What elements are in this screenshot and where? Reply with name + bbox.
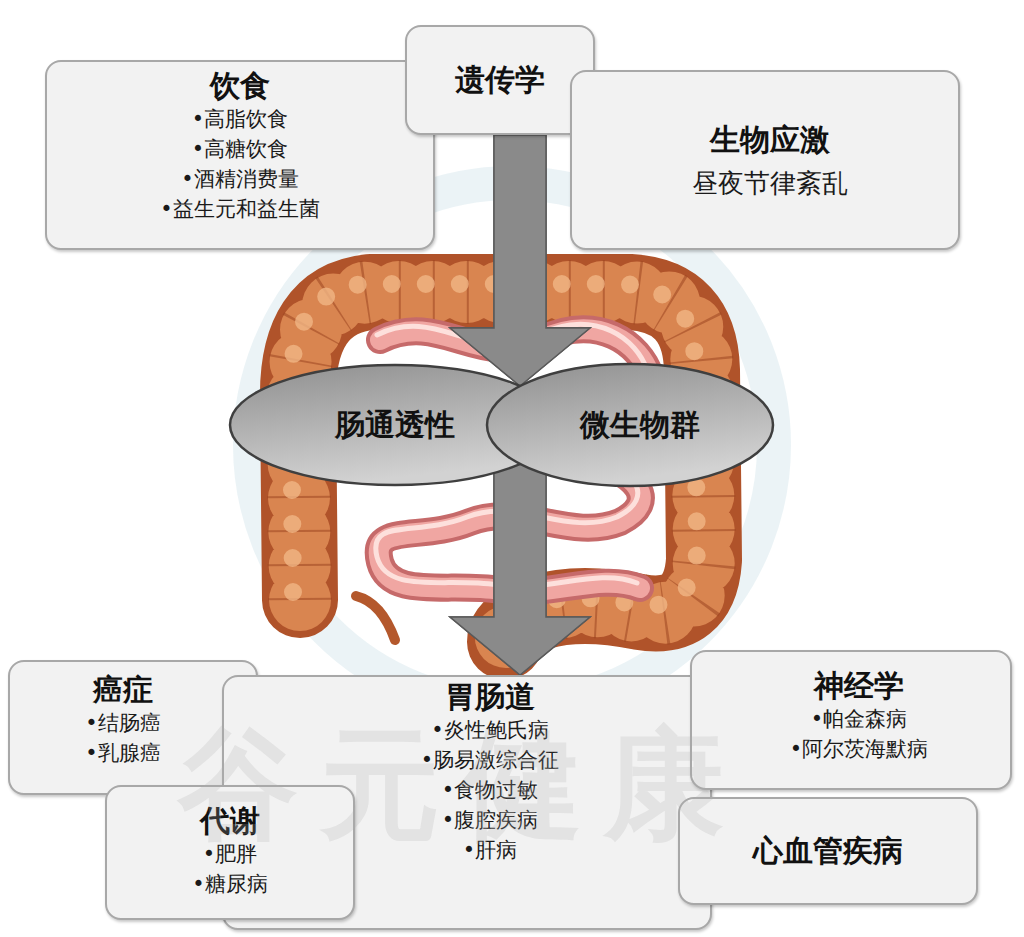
- node-content: 饮食•高脂饮食•高糖饮食•酒精消费量•益生元和益生菌: [47, 62, 433, 248]
- ellipse-node: 肠通透性: [228, 363, 562, 487]
- node-item: •肥胖: [203, 839, 257, 869]
- node-item: •肠易激综合征: [421, 745, 559, 775]
- node-heading: 胃肠道: [445, 679, 535, 715]
- node-item: •酒精消费量: [181, 164, 298, 194]
- node-content: 代谢•肥胖•糖尿病: [107, 787, 353, 918]
- outcome-box: 心血管疾病: [678, 797, 978, 905]
- ellipse-node: 微生物群: [485, 362, 775, 488]
- node-item: •高糖饮食: [192, 134, 288, 164]
- node-item: •肝病: [463, 835, 517, 865]
- node-item: •糖尿病: [192, 869, 267, 899]
- node-heading: 心血管疾病: [753, 833, 903, 869]
- node-heading: 肠通透性: [335, 407, 455, 443]
- ellipse-shape: [487, 364, 773, 486]
- node-item: •炎性鲍氏病: [431, 715, 548, 745]
- node-item: •阿尔茨海默病: [790, 734, 928, 764]
- node-heading: 癌症: [93, 672, 153, 708]
- factor-box: 饮食•高脂饮食•高糖饮食•酒精消费量•益生元和益生菌: [45, 60, 435, 250]
- node-content: 肠通透性: [228, 363, 562, 487]
- outcome-box: 癌症•结肠癌•乳腺癌: [8, 660, 258, 795]
- node-content: 癌症•结肠癌•乳腺癌: [10, 662, 256, 793]
- node-item: •帕金森病: [811, 704, 907, 734]
- factor-box: 遗传学: [405, 25, 595, 135]
- appendix: [356, 596, 395, 640]
- outcome-box: 胃肠道•炎性鲍氏病•肠易激综合征•食物过敏•腹腔疾病•肝病: [222, 675, 712, 930]
- node-content: 微生物群: [485, 362, 775, 488]
- flow-arrow: [450, 135, 590, 386]
- node-item: 昼夜节律紊乱: [692, 168, 848, 198]
- node-content: 神经学•帕金森病•阿尔茨海默病: [692, 652, 1010, 788]
- node-item: •益生元和益生菌: [160, 194, 319, 224]
- node-heading: 饮食: [210, 68, 270, 104]
- node-content: 生物应激昼夜节律紊乱: [572, 72, 958, 248]
- factor-box: 生物应激昼夜节律紊乱: [570, 70, 960, 250]
- node-item: •乳腺癌: [85, 738, 160, 768]
- node-item: •高脂饮食: [192, 104, 288, 134]
- node-heading: 微生物群: [580, 407, 700, 443]
- node-item: •食物过敏: [442, 775, 538, 805]
- node-heading: 生物应激: [710, 122, 830, 158]
- outcome-box: 代谢•肥胖•糖尿病: [105, 785, 355, 920]
- node-item: •腹腔疾病: [442, 805, 538, 835]
- node-content: 胃肠道•炎性鲍氏病•肠易激综合征•食物过敏•腹腔疾病•肝病: [224, 677, 710, 928]
- flow-arrow: [450, 464, 590, 675]
- node-heading: 代谢: [200, 803, 260, 839]
- node-content: 遗传学: [407, 27, 593, 133]
- node-heading: 神经学: [814, 668, 904, 704]
- flow-arrow: [450, 135, 590, 386]
- node-content: 心血管疾病: [680, 799, 976, 903]
- outcome-box: 神经学•帕金森病•阿尔茨海默病: [690, 650, 1012, 790]
- flow-arrow: [450, 464, 590, 675]
- node-item: •结肠癌: [85, 708, 160, 738]
- node-heading: 遗传学: [455, 62, 545, 98]
